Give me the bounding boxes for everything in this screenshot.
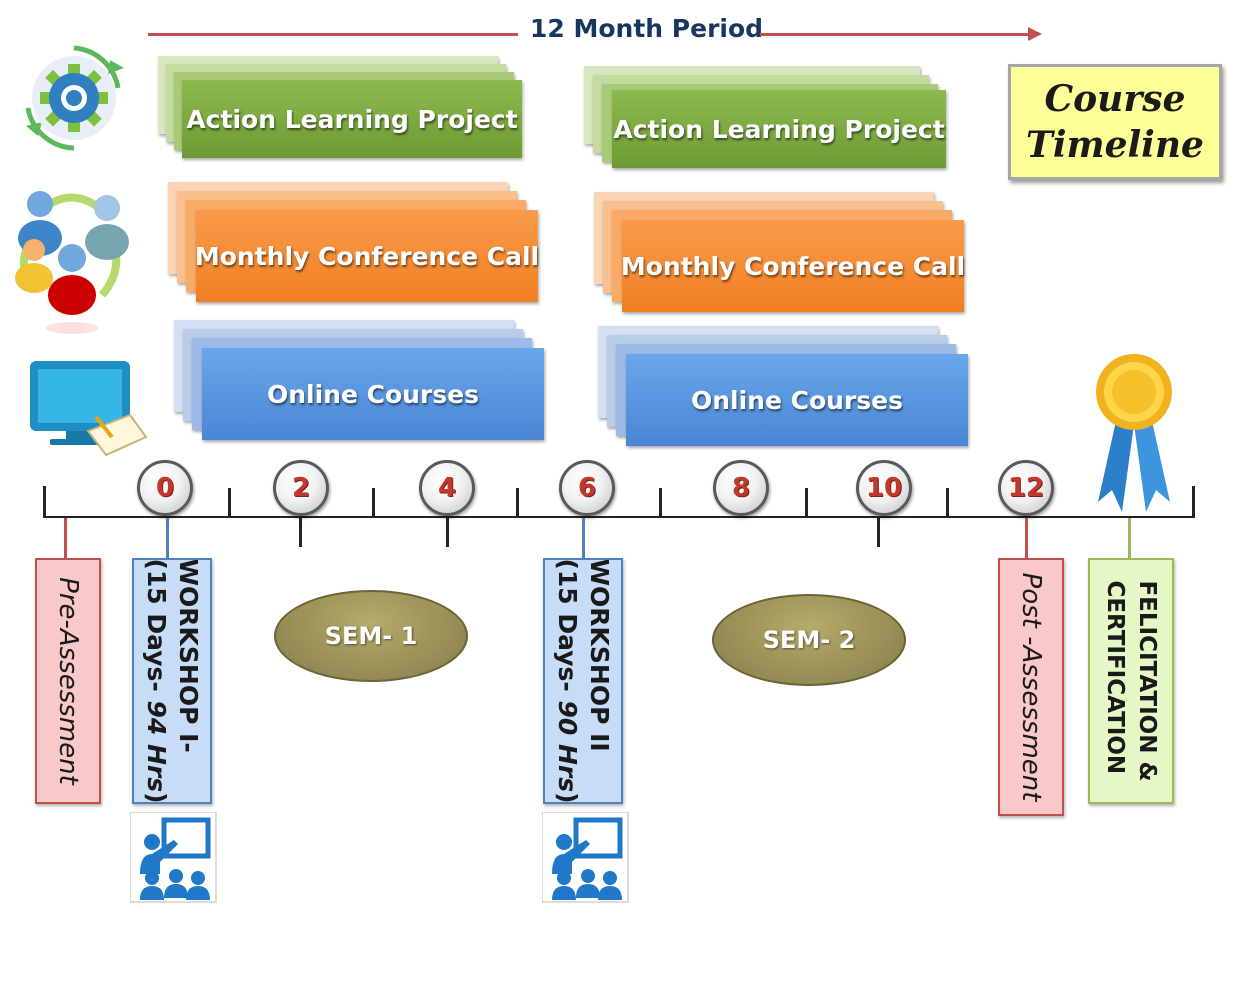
pre-assessment-connector <box>64 518 67 560</box>
action-learning-project-label-2: Action Learning Project <box>612 90 946 168</box>
month-marker-2: 2 <box>273 460 329 516</box>
felicitation-box: FELICITATION & CERTIFICATION <box>1088 558 1174 804</box>
month-marker-0: 0 <box>137 460 193 516</box>
semester-2: SEM- 2 <box>712 594 906 686</box>
period-arrow-head <box>1028 27 1042 41</box>
axis-tick <box>372 488 375 518</box>
axis-tick <box>659 488 662 518</box>
axis-tick-down <box>877 517 880 547</box>
month-marker-4: 4 <box>419 460 475 516</box>
timeline-axis <box>44 516 1194 518</box>
month-marker-10: 10 <box>856 460 912 516</box>
monthly-conference-call-label-1: Monthly Conference Call <box>195 210 539 302</box>
pre-assessment-box: Pre-Assessment <box>35 558 101 804</box>
monitor-icon <box>30 361 148 457</box>
axis-tick <box>805 488 808 518</box>
period-arrow-left <box>148 33 518 36</box>
workshop1-connector <box>166 518 169 560</box>
axis-tick-down <box>299 517 302 547</box>
workshop2-detail: (15 Days- 90 Hrs) <box>553 558 582 804</box>
month-marker-12: 12 <box>998 460 1054 516</box>
people-cycle-icon <box>15 191 129 334</box>
period-label: 12 Month Period <box>530 14 764 43</box>
post-assessment-label: Post -Assessment <box>1016 572 1046 802</box>
post-assessment-box: Post -Assessment <box>998 558 1064 816</box>
felicitation-connector <box>1128 518 1131 560</box>
workshop1-title: WORKSHOP I- <box>174 558 203 753</box>
workshop1-detail: (15 Days- 94 Hrs) <box>142 558 171 804</box>
axis-tick <box>946 488 949 518</box>
pre-assessment-label: Pre-Assessment <box>53 577 83 785</box>
workshop2-box: WORKSHOP II (15 Days- 90 Hrs) <box>543 558 623 804</box>
workshop2-label: WORKSHOP II (15 Days- 90 Hrs) <box>551 558 615 804</box>
workshop1-label: WORKSHOP I- (15 Days- 94 Hrs) <box>140 558 204 804</box>
award-ribbon-icon <box>1096 354 1172 512</box>
axis-tick <box>228 488 231 518</box>
online-courses-label-1: Online Courses <box>202 348 544 440</box>
monthly-conference-call-label-2: Monthly Conference Call <box>621 220 965 312</box>
axis-end-right <box>1192 486 1195 518</box>
online-courses-label-2: Online Courses <box>626 354 968 446</box>
axis-tick <box>516 488 519 518</box>
workshop1-box: WORKSHOP I- (15 Days- 94 Hrs) <box>132 558 212 804</box>
title-line-1: Course <box>1044 78 1186 120</box>
axis-end-left <box>43 486 46 518</box>
semester-1: SEM- 1 <box>274 590 468 682</box>
axis-tick-down <box>446 517 449 547</box>
period-arrow-right <box>760 33 1030 36</box>
title-line-2: Timeline <box>1026 124 1204 166</box>
felicitation-label: FELICITATION & CERTIFICATION <box>1099 580 1163 781</box>
post-assessment-connector <box>1025 518 1028 560</box>
presentation-icon <box>542 812 629 903</box>
felicitation-line-1: FELICITATION & <box>1134 580 1160 782</box>
workshop2-title: WORKSHOP II <box>585 558 614 752</box>
month-marker-8: 8 <box>713 460 769 516</box>
presentation-icon <box>130 812 217 903</box>
workshop2-connector <box>582 518 585 560</box>
action-learning-project-label-1: Action Learning Project <box>182 80 522 158</box>
felicitation-line-2: CERTIFICATION <box>1102 580 1128 775</box>
gear-cycle-icon <box>25 45 124 151</box>
month-marker-6: 6 <box>559 460 615 516</box>
